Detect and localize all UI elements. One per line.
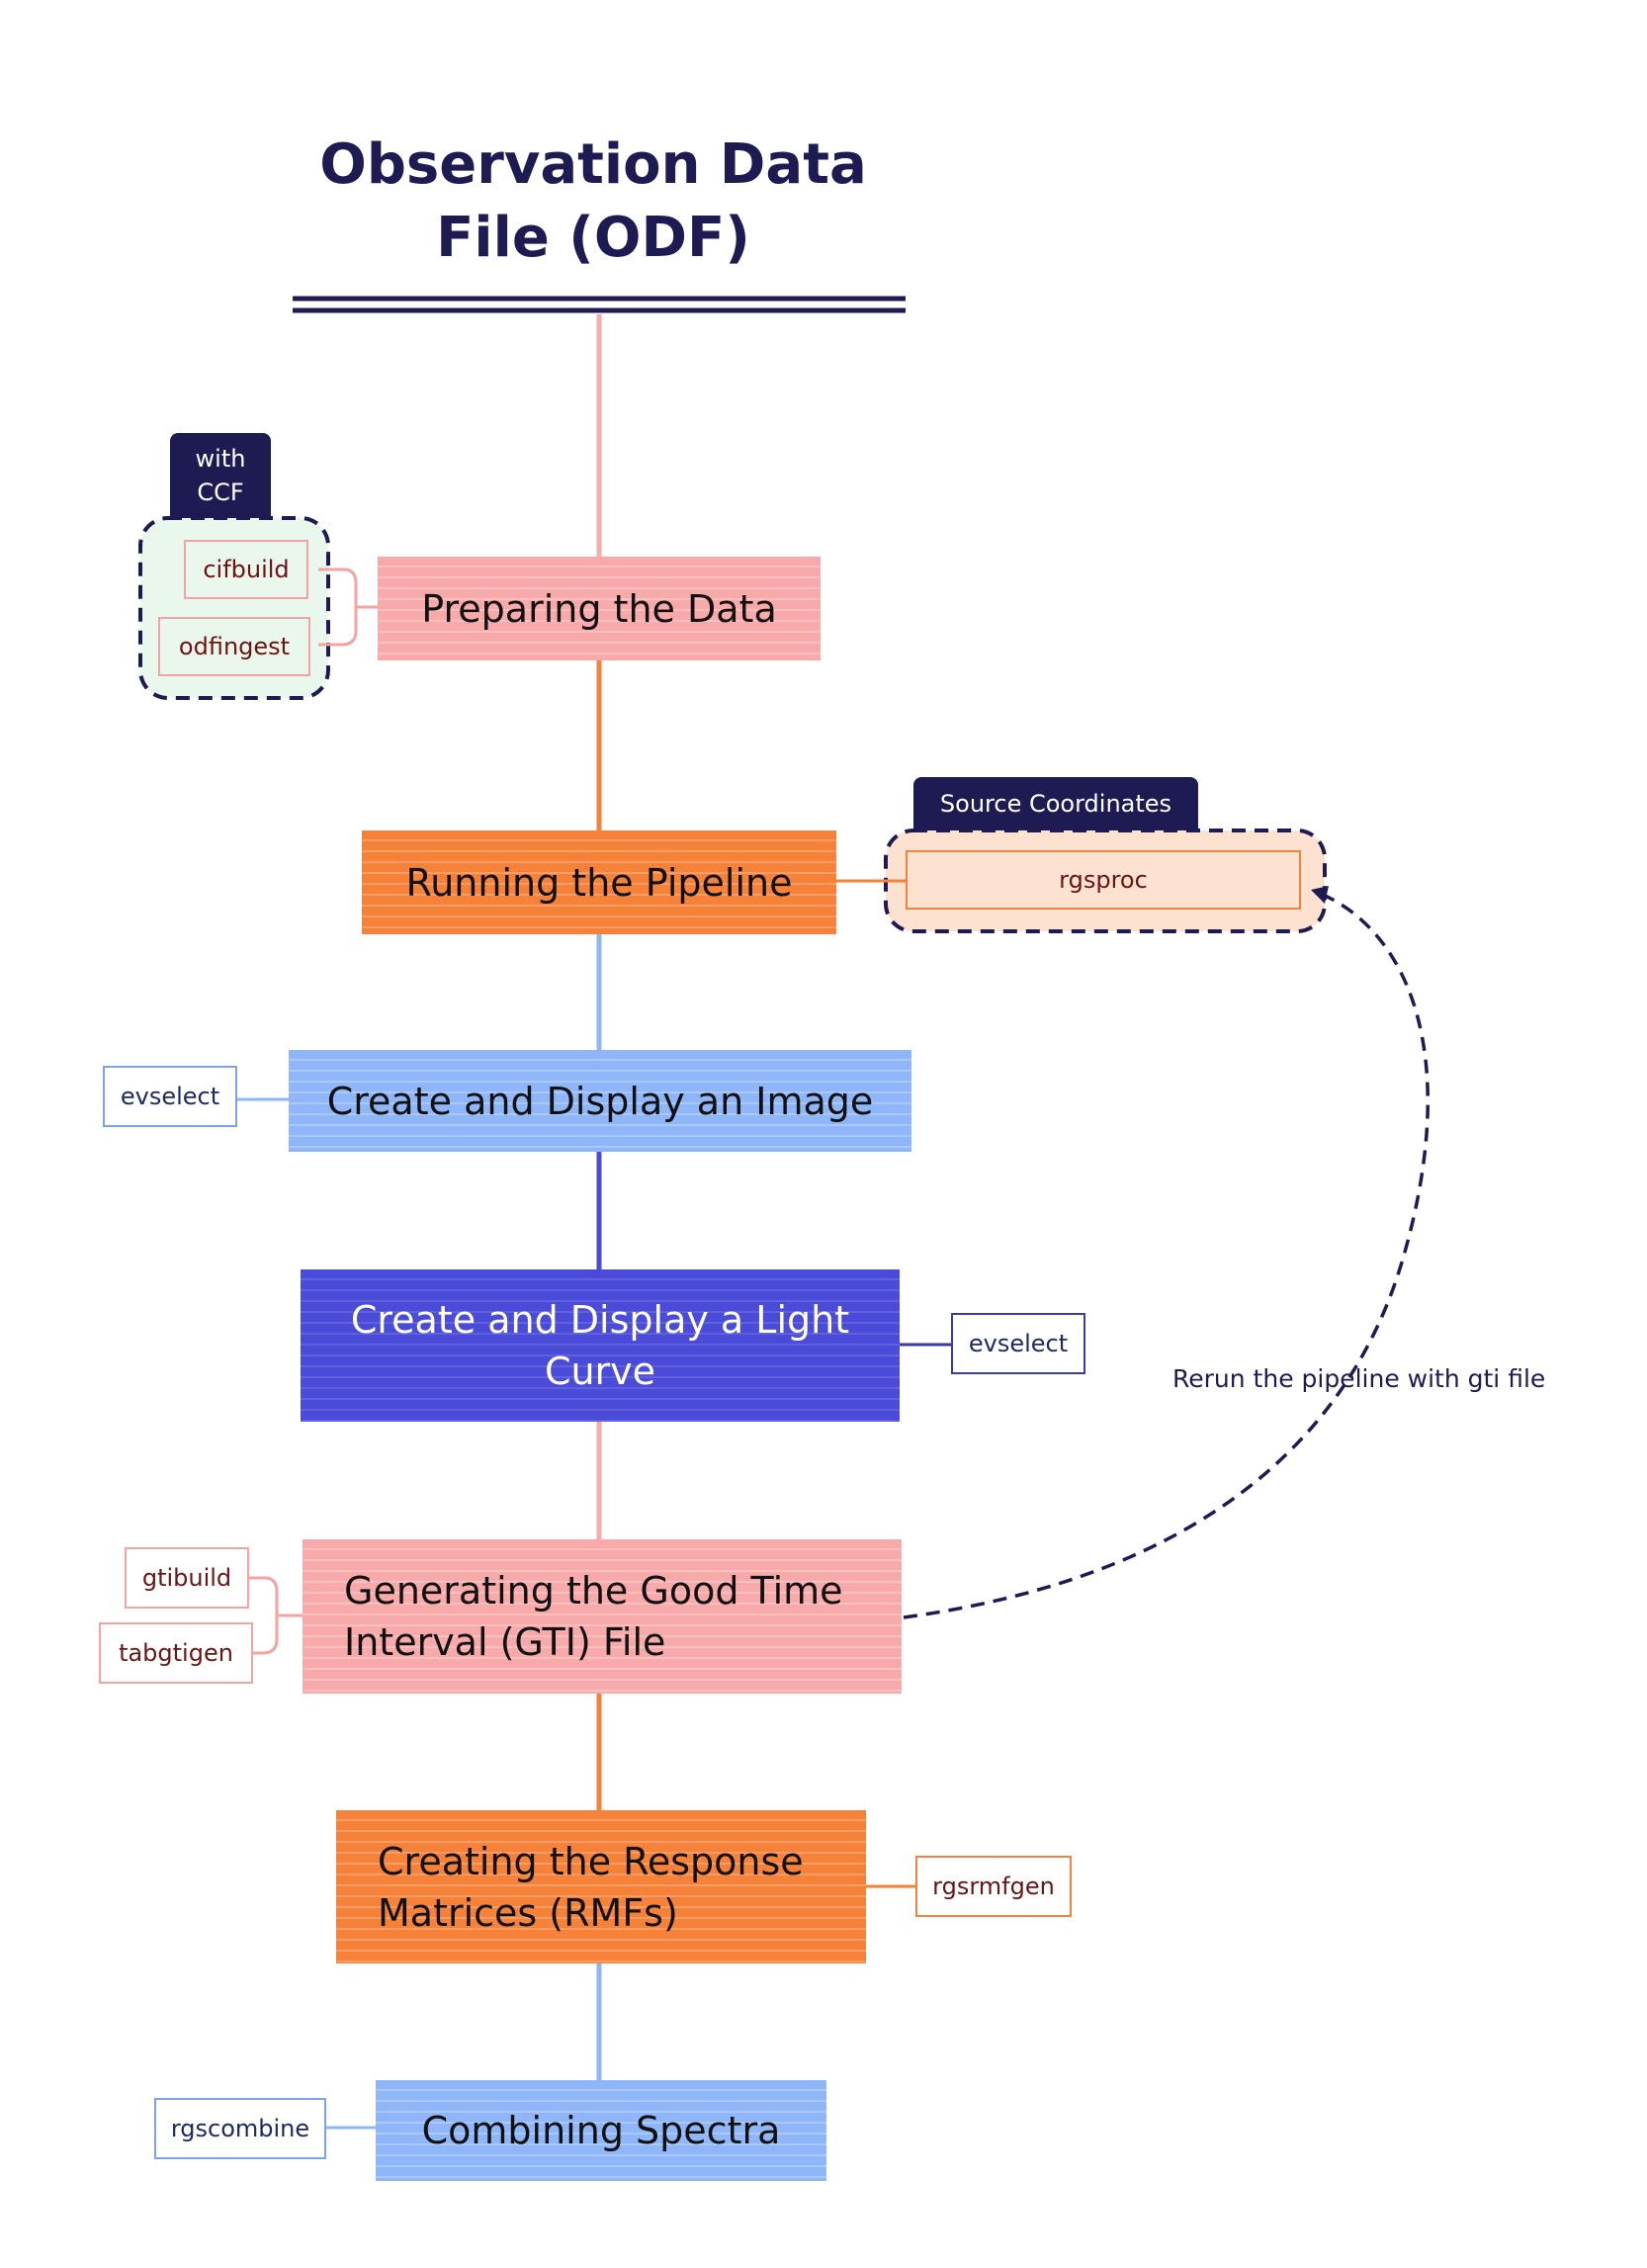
step-response-matrices-label-2: Matrices (RMFs)	[378, 1890, 678, 1935]
step-running-pipeline: Running the Pipeline	[362, 830, 836, 934]
gti-bracket	[249, 1576, 303, 1655]
step-light-curve-label-2: Curve	[544, 1350, 656, 1393]
step-gti-file: Generating the Good Time Interval (GTI) …	[303, 1539, 902, 1694]
step-create-image: Create and Display an Image	[289, 1050, 911, 1152]
rerun-note: Rerun the pipeline with gti file	[1172, 1364, 1546, 1393]
title-line-2: File (ODF)	[436, 206, 750, 270]
step-create-image-label: Create and Display an Image	[326, 1079, 874, 1123]
lightcurve-evselect-tool: evselect	[951, 1313, 1085, 1374]
step-response-matrices-label-1: Creating the Response	[378, 1839, 804, 1883]
step-light-curve-label-1: Create and Display a Light	[350, 1298, 850, 1342]
rerun-loop-arrow	[903, 892, 1430, 1619]
step-response-matrices: Creating the Response Matrices (RMFs)	[336, 1810, 866, 1963]
title-line-1: Observation Data	[319, 132, 867, 197]
rgsrmfgen-tool: rgsrmfgen	[915, 1856, 1072, 1917]
ccf-tag-line-2: CCF	[197, 479, 244, 506]
source-coordinates-tag: Source Coordinates	[913, 777, 1198, 830]
step-combining-spectra: Combining Spectra	[376, 2080, 826, 2181]
image-evselect-tool: evselect	[103, 1066, 237, 1127]
rgscombine-tool: rgscombine	[154, 2098, 326, 2159]
diagram-title: Observation Data File (ODF)	[297, 129, 890, 275]
ccf-tag: with CCF	[170, 433, 271, 518]
rgsproc-tool: rgsproc	[906, 850, 1301, 910]
ccf-bracket	[318, 567, 380, 647]
step-gti-file-label-1: Generating the Good Time	[344, 1569, 843, 1613]
cifbuild-tool: cifbuild	[184, 540, 308, 599]
source-coordinates-tag-label: Source Coordinates	[939, 790, 1172, 818]
ccf-tag-line-1: with	[195, 445, 246, 473]
tabgtigen-tool: tabgtigen	[99, 1622, 253, 1684]
step-preparing-data: Preparing the Data	[378, 557, 821, 660]
step-running-pipeline-label: Running the Pipeline	[405, 860, 793, 905]
rerun-arrowhead	[1311, 886, 1329, 904]
step-gti-file-label-2: Interval (GTI) File	[344, 1620, 666, 1664]
odfingest-tool: odfingest	[158, 617, 310, 676]
step-combining-spectra-label: Combining Spectra	[421, 2109, 781, 2152]
gtibuild-tool: gtibuild	[125, 1547, 249, 1609]
step-light-curve: Create and Display a Light Curve	[301, 1269, 900, 1422]
step-preparing-data-label: Preparing the Data	[421, 586, 777, 631]
